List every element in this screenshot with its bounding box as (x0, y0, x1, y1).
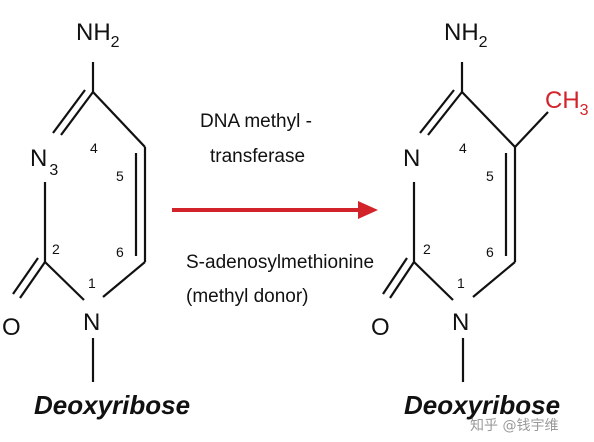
methylcytosine-structure (382, 62, 549, 382)
enzyme-label-line2: transferase (210, 146, 305, 167)
bond-c2-o-double (12, 257, 39, 295)
watermark: 知乎 @钱宇维 (470, 417, 558, 434)
position-2-left: 2 (52, 241, 60, 257)
bond-c4-n3-double-right (419, 89, 455, 134)
arrow-head (358, 201, 378, 219)
amino-group-left: NH2 (76, 19, 120, 51)
bond-c4-c5 (92, 91, 146, 148)
position-4-right: 4 (459, 140, 467, 156)
position-5-right: 5 (486, 168, 494, 184)
donor-label-line2: (methyl donor) (186, 286, 309, 307)
position-6-right: 6 (486, 244, 494, 260)
position-5-left: 5 (116, 168, 124, 184)
bond-c2-o-right (389, 261, 415, 299)
bond-n1-c2 (44, 261, 85, 301)
position-1-left: 1 (88, 275, 96, 291)
bond-c4-c5-right (461, 91, 516, 148)
bond-c6-n1-right (472, 261, 516, 298)
bond-c4-n3-double (52, 89, 86, 134)
position-2-right: 2 (423, 241, 431, 257)
bond-c5-methyl (514, 111, 549, 148)
amino-group-right: NH2 (444, 19, 488, 51)
bond-n1-c2-right (413, 261, 454, 301)
sugar-label-left: Deoxyribose (34, 390, 190, 420)
sugar-label-right: Deoxyribose (404, 390, 560, 420)
reaction-arrow (172, 201, 378, 219)
cytosine-structure (12, 62, 147, 382)
oxygen-atom-left: O (2, 314, 21, 341)
oxygen-atom-right: O (371, 314, 390, 341)
bond-c2-o (19, 261, 46, 299)
bond-c4-n3 (60, 91, 94, 136)
bond-c4-n3-right (427, 91, 463, 136)
n3-atom-right: N (403, 145, 420, 172)
bond-c2-o-double-right (382, 257, 408, 295)
n1-atom-left: N (83, 309, 100, 336)
methyl-group: CH3 (545, 87, 589, 119)
position-4-left: 4 (90, 140, 98, 156)
donor-label-line1: S-adenosylmethionine (186, 252, 374, 273)
bond-c6-n1 (102, 261, 146, 298)
enzyme-label-line1: DNA methyl - (200, 111, 312, 132)
n1-atom-right: N (452, 309, 469, 336)
position-1-right: 1 (457, 275, 465, 291)
position-6-left: 6 (116, 244, 124, 260)
